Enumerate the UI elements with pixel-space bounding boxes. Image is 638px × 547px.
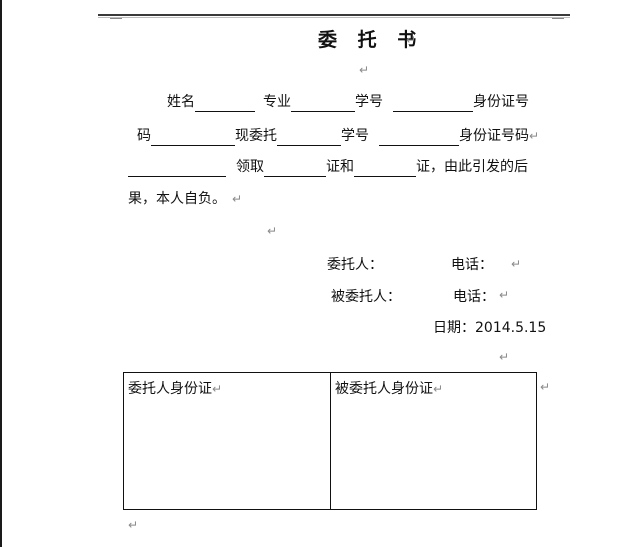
agent-label: 被委托人： bbox=[331, 289, 401, 305]
cert-2-blank bbox=[354, 161, 416, 177]
margin-corner-right bbox=[552, 18, 564, 19]
student-no-label-2: 学号 bbox=[341, 128, 369, 144]
paragraph-mark: ↵ bbox=[433, 382, 444, 396]
body-line-4: 果，本人自负。 ↵ bbox=[128, 189, 242, 209]
consequence-text: 果，本人自负。 bbox=[128, 191, 226, 207]
id-no-blank bbox=[151, 130, 235, 146]
paragraph-mark: ↵ bbox=[128, 518, 139, 532]
id-no-label-cont: 码 bbox=[137, 128, 151, 144]
major-blank bbox=[291, 96, 355, 112]
page-left-border bbox=[0, 0, 2, 547]
cert-tail: 证，由此引发的后 bbox=[416, 159, 528, 175]
cert-and-label: 证和 bbox=[326, 159, 354, 175]
id-card-table: 委托人身份证↵ 被委托人身份证↵ bbox=[123, 372, 537, 510]
paragraph-mark: ↵ bbox=[499, 288, 510, 302]
student-no-blank bbox=[393, 96, 473, 112]
page-top-rule-shadow bbox=[98, 17, 570, 18]
body-line-3: 领取 证和 证，由此引发的后 bbox=[128, 157, 528, 177]
body-line-2: 码 现委托 学号 身份证号码↵ bbox=[137, 126, 539, 146]
major-label: 专业 bbox=[263, 94, 291, 110]
student-no-blank-2 bbox=[379, 130, 459, 146]
id-no-label-2: 身份证号码 bbox=[459, 128, 529, 144]
body-line-1: 姓名 专业 学号 身份证号 bbox=[167, 92, 529, 112]
cert-1-blank bbox=[264, 161, 326, 177]
paragraph-mark: ↵ bbox=[232, 192, 243, 206]
page-top-rule bbox=[98, 14, 570, 16]
paragraph-mark: ↵ bbox=[511, 257, 522, 271]
id-no-label: 身份证号 bbox=[473, 94, 529, 110]
paragraph-mark: ↵ bbox=[212, 382, 223, 396]
now-entrust-label: 现委托 bbox=[235, 128, 277, 144]
name-blank bbox=[195, 96, 255, 112]
name-label: 姓名 bbox=[167, 94, 195, 110]
paragraph-mark: ↵ bbox=[267, 224, 278, 238]
paragraph-mark: ↵ bbox=[529, 129, 540, 143]
receive-label: 领取 bbox=[236, 159, 264, 175]
date-text: 日期：2014.5.15 bbox=[433, 320, 547, 336]
agent-id-cell: 被委托人身份证↵ bbox=[331, 373, 536, 509]
principal-id-label: 委托人身份证 bbox=[128, 381, 212, 397]
margin-corner-left bbox=[110, 18, 122, 19]
agent-phone-label: 电话： bbox=[453, 289, 495, 305]
paragraph-mark: ↵ bbox=[359, 63, 370, 77]
student-no-label: 学号 bbox=[355, 94, 383, 110]
principal-id-cell: 委托人身份证↵ bbox=[124, 373, 331, 509]
row-end-mark: ↵ bbox=[540, 380, 551, 394]
paragraph-mark: ↵ bbox=[406, 33, 417, 47]
agent-id-label: 被委托人身份证 bbox=[335, 381, 433, 397]
document-title: 委 托 书 bbox=[318, 29, 424, 51]
entrust-name-blank bbox=[277, 130, 341, 146]
principal-phone-label: 电话： bbox=[451, 257, 493, 273]
id-no-blank-2 bbox=[128, 161, 226, 177]
paragraph-mark: ↵ bbox=[499, 350, 510, 364]
principal-label: 委托人： bbox=[327, 257, 383, 273]
